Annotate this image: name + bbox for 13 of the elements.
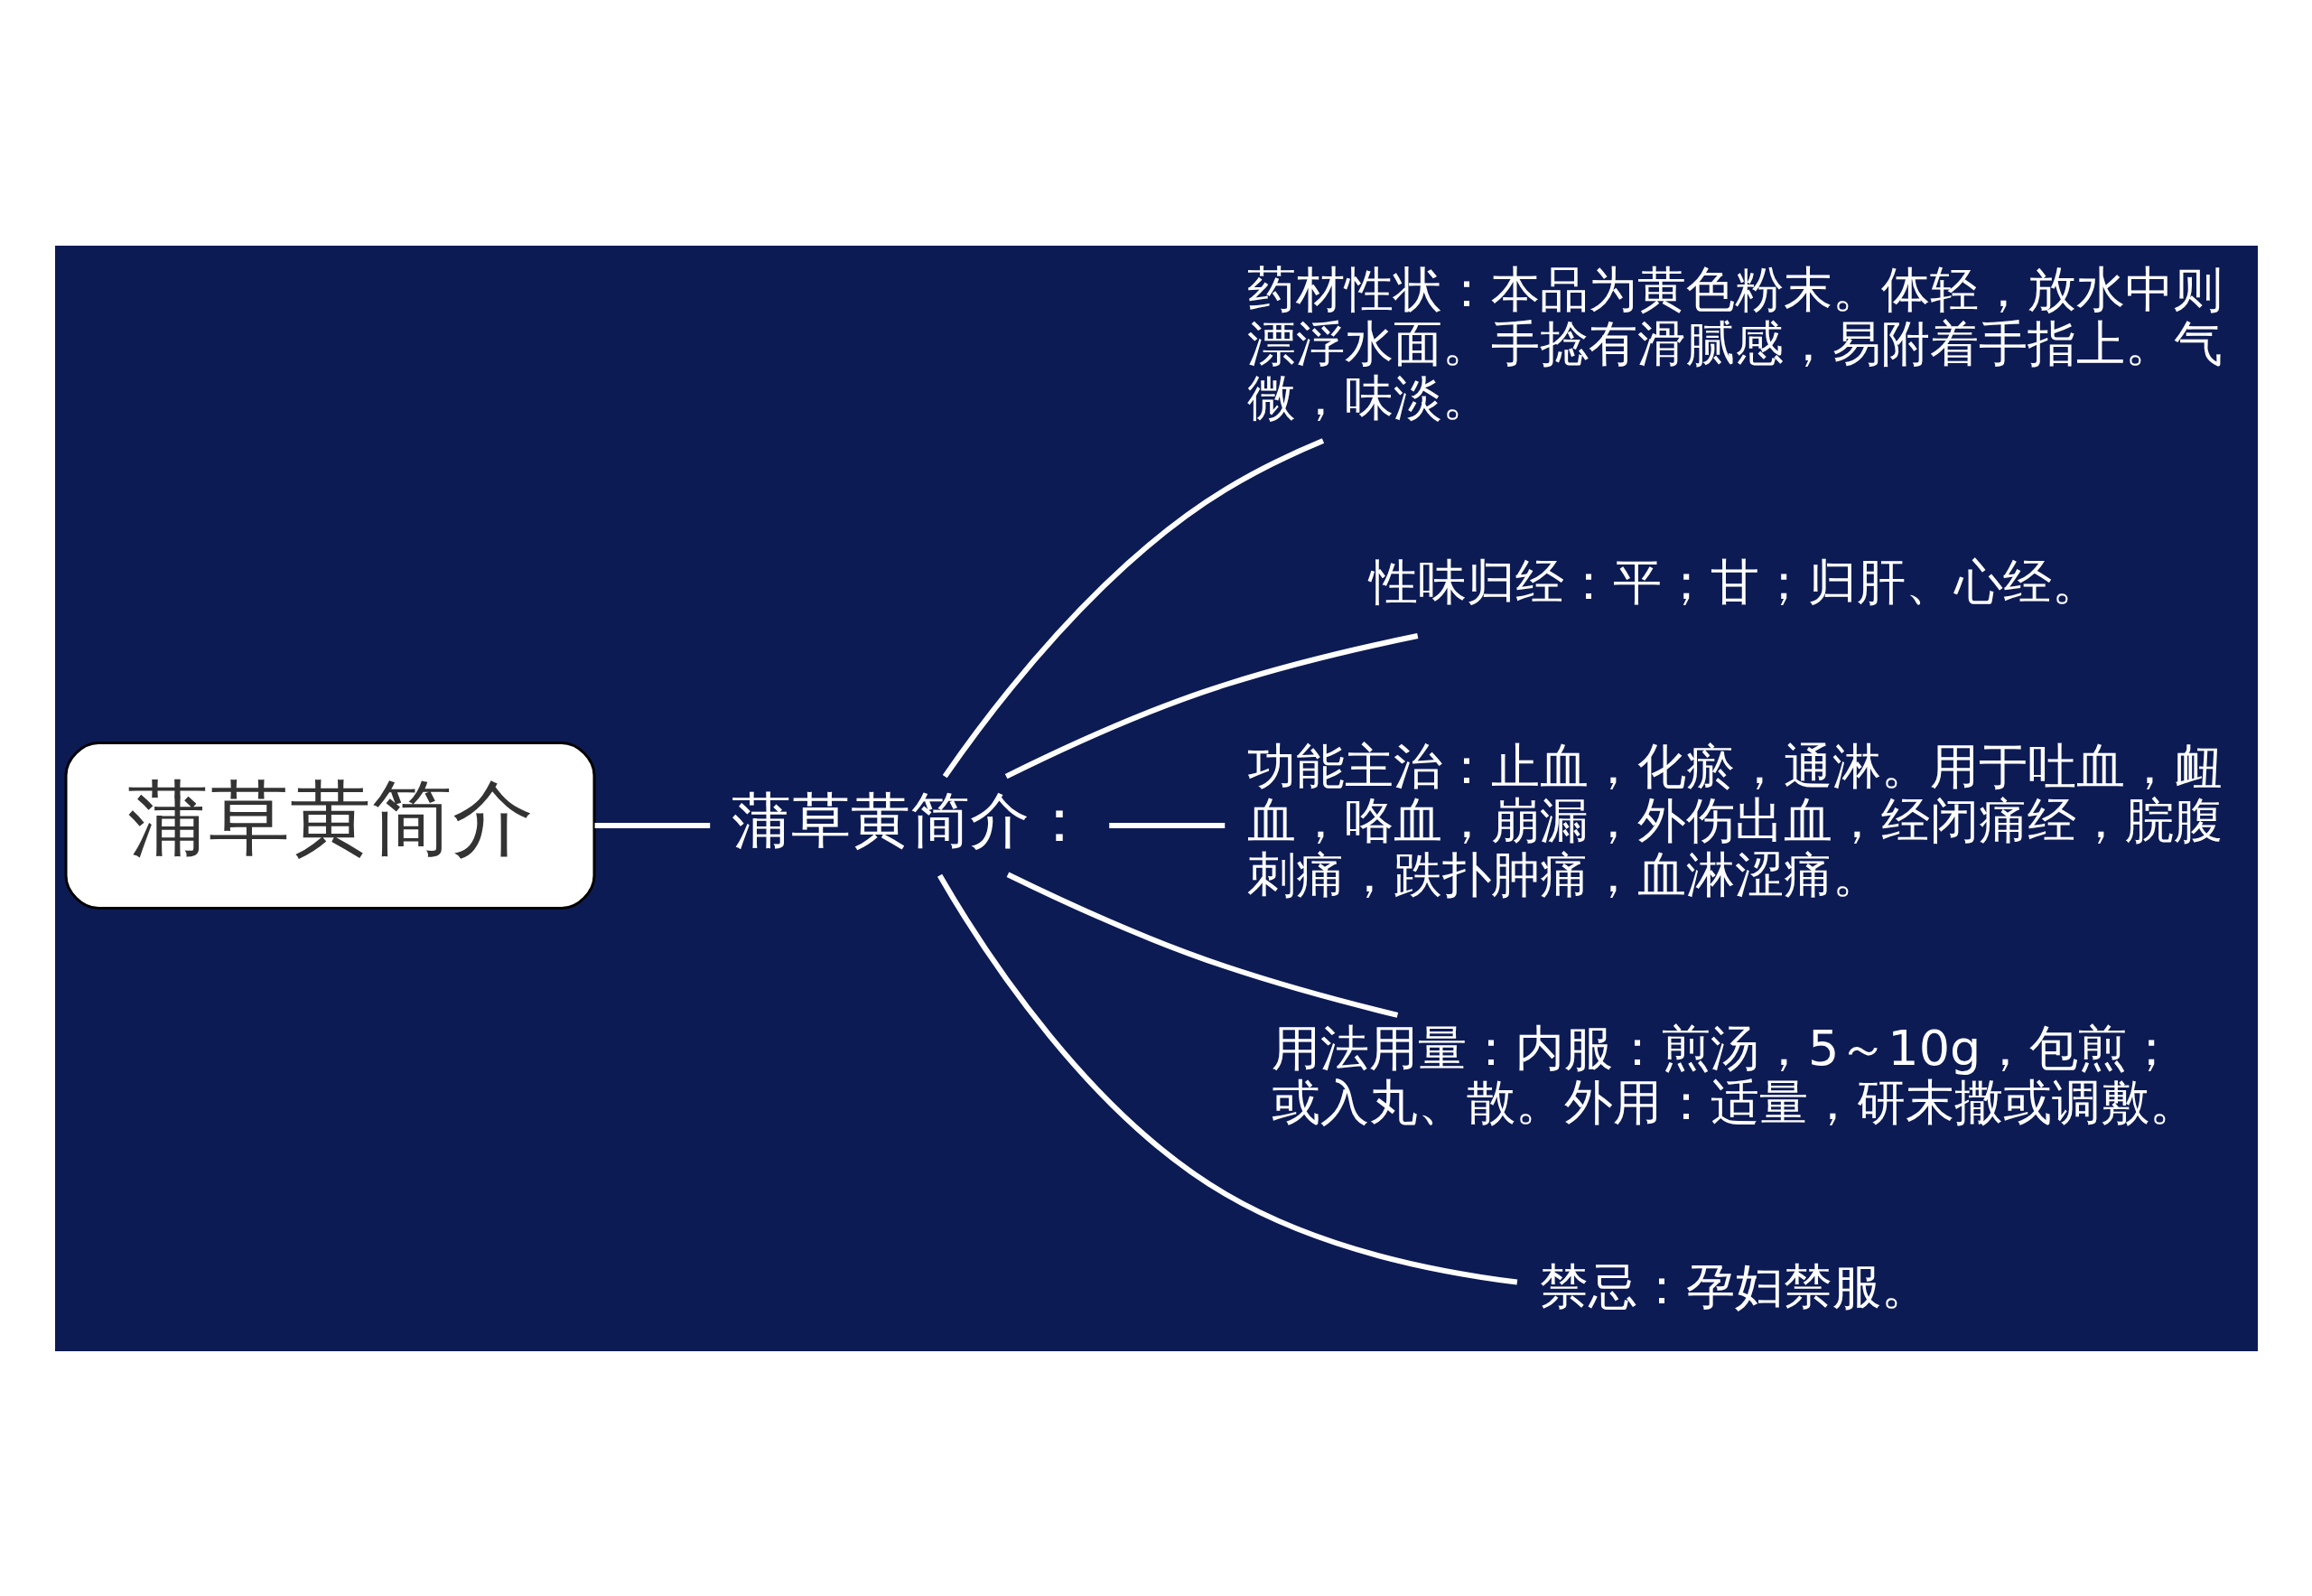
node-text: 功能主治：止血，化瘀，通淋。用于吐血，衄血，咯血，崩漏，外伤出血，经闭痛经，脘腹刺痛，跌扑肿痛，血淋涩痛。	[1246, 737, 2223, 903]
node-text: 蒲草黄简介：	[731, 785, 1088, 855]
node-text: 用法用量：内服：煎汤，5～10g，包煎；或入丸、散。外用：适量，研末撒或调敷。	[1271, 1019, 2198, 1131]
node-text: 药材性状：本品为黄色粉末。体轻，放水中则漂浮水面。手捻有滑腻感，易附着手指上。气微，味淡。	[1246, 260, 2223, 426]
connector	[937, 873, 1517, 1285]
node-text: 禁忌：孕妇禁服。	[1539, 1257, 1930, 1315]
connector	[594, 822, 710, 828]
connector	[1108, 822, 1225, 828]
connector	[1004, 632, 1418, 779]
node-text: 性味归经：平；甘；归肝、心经。	[1368, 553, 2101, 611]
connector	[1006, 872, 1398, 1018]
node-box: 蒲草黄简介	[64, 741, 595, 910]
connector	[942, 437, 1324, 778]
